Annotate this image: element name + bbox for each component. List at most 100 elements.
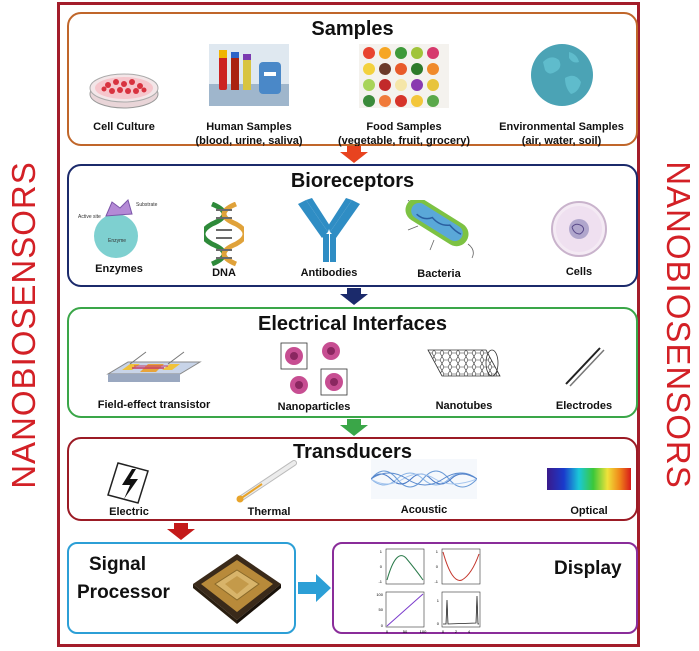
plot-2-ytick-bot: -1 <box>434 579 438 584</box>
electrodes-icon <box>565 347 605 387</box>
transducer-acoustic: Acoustic <box>369 457 479 521</box>
plot-4-curve <box>443 595 479 625</box>
lightning-icon <box>107 462 149 504</box>
side-label-left: NANOBIOSENSORS <box>5 161 42 489</box>
thermometer-icon <box>236 460 297 503</box>
electric-label: Electric <box>109 506 149 518</box>
transducers-title: Transducers <box>293 441 412 463</box>
plot-1-curve <box>386 555 424 581</box>
transducer-electric: Electric <box>89 459 169 521</box>
acoustic-label: Acoustic <box>400 504 448 516</box>
bioreceptors-title: Bioreceptors <box>290 170 415 192</box>
plot-4-xtick-2: 4 <box>468 629 471 634</box>
plot-4-ytick-top: 1 <box>437 598 440 603</box>
nanotubes-label: Nanotubes <box>435 400 493 412</box>
bioreceptor-dna: DNA <box>184 198 264 286</box>
bioreceptor-enzymes: Substrate Active site Enzyme Enzymes <box>74 198 164 286</box>
display-plots: 1 0 -1 1 0 -1 100 50 0 0 50 100 1 0 0 2 … <box>376 548 481 634</box>
plot-3-xtick-0: 0 <box>386 629 389 634</box>
bioreceptor-bacteria: Bacteria <box>389 196 489 286</box>
interfaces-panel: Electrical Interfaces Field-effect trans… <box>67 307 638 418</box>
outer-frame <box>57 2 640 647</box>
antibodies-label: Antibodies <box>300 267 358 279</box>
sample-human: Human Samples (blood, urine, saliva) <box>179 42 319 147</box>
plot-3-ytick-mid: 50 <box>379 607 384 612</box>
food-samples-label: Food Samples <box>366 121 442 133</box>
arrow-samples-to-bioreceptors <box>340 146 368 163</box>
plot-2-ytick-mid: 0 <box>436 564 439 569</box>
sample-food: Food Samples (vegetable, fruit, grocery) <box>324 42 484 147</box>
plot-3-ytick-bot: 0 <box>381 623 384 628</box>
fet-label: Field-effect transistor <box>97 399 211 411</box>
cpu-chip-icon <box>193 554 281 624</box>
sample-environmental: Environmental Samples (air, water, soil) <box>489 42 634 147</box>
arrow-transducers-to-signal <box>167 523 195 540</box>
cells-label: Cells <box>565 266 593 278</box>
bioreceptor-cells: Cells <box>534 196 624 286</box>
plot-3-ytick-top: 100 <box>376 592 383 597</box>
transistor-icon <box>106 351 202 382</box>
plot-3-line <box>386 593 424 627</box>
signal-processor-line1: Signal <box>89 554 147 575</box>
plot-3-xtick-1: 50 <box>403 629 408 634</box>
interfaces-title: Electrical Interfaces <box>258 313 447 335</box>
nanoparticles-icon <box>280 342 348 396</box>
nanoparticles-label: Nanoparticles <box>277 401 351 413</box>
transducers-panel: Transducers Electric Thermal Aco <box>67 437 638 521</box>
human-samples-sub: (blood, urine, saliva) <box>195 135 303 147</box>
thermal-label: Thermal <box>247 506 291 518</box>
enzyme-icon: Substrate Active site Enzyme <box>78 199 158 258</box>
transducer-optical: Optical <box>544 464 634 522</box>
plot-4-xtick-1: 2 <box>455 629 458 634</box>
nanotube-icon <box>427 349 501 377</box>
dna-label: DNA <box>212 267 236 279</box>
samples-panel: Samples Cell Culture <box>67 12 638 147</box>
arrow-interfaces-to-transducers <box>340 419 368 436</box>
blood-tubes-icon <box>209 44 289 106</box>
plot-1-ytick-mid: 0 <box>380 564 383 569</box>
bioreceptor-antibodies: Antibodies <box>279 196 379 286</box>
plot-1-ytick-top: 1 <box>380 549 383 554</box>
plot-1-ytick-bot: -1 <box>378 579 382 584</box>
interface-nanotubes: Nanotubes <box>404 344 524 416</box>
dna-icon <box>204 202 244 267</box>
antibody-icon <box>298 198 360 262</box>
plot-4-xtick-0: 0 <box>442 629 445 634</box>
plot-2-ytick-top: 1 <box>436 549 439 554</box>
food-grid-icon <box>359 44 449 108</box>
plot-1-frame <box>385 548 425 585</box>
sound-wave-icon <box>371 459 477 499</box>
plot-4-ytick-bot: 0 <box>437 621 440 626</box>
plot-2-curve <box>442 551 480 581</box>
environmental-samples-sub: (air, water, soil) <box>521 135 602 147</box>
cell-icon <box>551 201 607 257</box>
enzyme-active-site-tag: Active site <box>78 214 101 220</box>
enzyme-substrate-tag: Substrate <box>136 202 158 208</box>
samples-title: Samples <box>311 18 394 40</box>
petri-dish-icon <box>89 73 159 109</box>
food-samples-sub: (vegetable, fruit, grocery) <box>337 135 471 147</box>
signal-processor-panel: Signal Processor <box>67 542 296 634</box>
display-title: Display <box>554 558 622 579</box>
bacteria-label: Bacteria <box>417 268 461 280</box>
enzymes-label: Enzymes <box>95 263 143 275</box>
interface-fet: Field-effect transistor <box>79 344 229 416</box>
bacteria-icon <box>405 200 474 259</box>
enzyme-enzyme-tag: Enzyme <box>108 238 126 244</box>
optical-label: Optical <box>570 505 608 517</box>
arrow-signal-to-display <box>298 574 331 602</box>
plot-4-frame <box>441 591 481 628</box>
bioreceptors-panel: Bioreceptors Substrate Active site Enzym… <box>67 164 638 287</box>
interface-nanoparticles: Nanoparticles <box>249 339 379 417</box>
environmental-samples-label: Environmental Samples <box>499 121 624 133</box>
transducer-thermal: Thermal <box>229 457 309 521</box>
signal-processor-line2: Processor <box>77 582 170 603</box>
globe-icon <box>531 44 593 106</box>
cell-culture-label: Cell Culture <box>93 121 155 133</box>
side-label-right: NANOBIOSENSORS <box>660 161 697 489</box>
spectrum-icon <box>547 468 631 490</box>
sample-cell-culture: Cell Culture <box>79 54 169 144</box>
arrow-bioreceptors-to-interfaces <box>340 288 368 305</box>
display-panel: Display 1 0 -1 1 0 -1 100 50 0 0 50 100 … <box>332 542 638 634</box>
interface-electrodes: Electrodes <box>539 344 629 416</box>
